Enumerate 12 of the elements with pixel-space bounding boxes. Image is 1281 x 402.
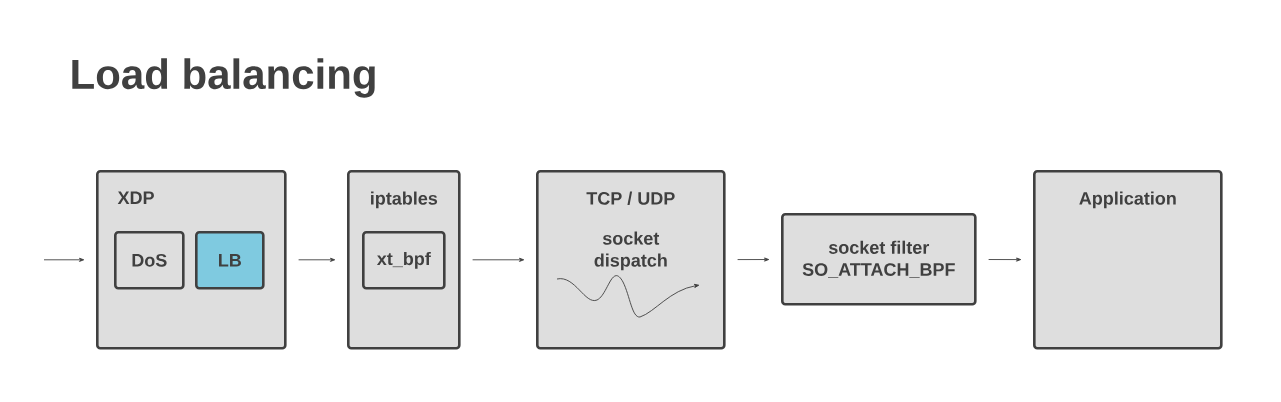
arrow (43, 257, 85, 262)
arrow (737, 257, 770, 262)
process-box: Application (1033, 170, 1223, 350)
process-box: socket filter SO_ATTACH_BPF (781, 213, 977, 306)
arrow (988, 257, 1022, 262)
inner-box: LB (195, 231, 265, 290)
arrow (472, 257, 525, 262)
title: Load balancing (72, 58, 375, 98)
process-box: TCP / UDP socket dispatch (536, 170, 726, 350)
arrow (298, 257, 336, 262)
inner-box: DoS (114, 231, 185, 290)
inner-box: xt_bpf (362, 231, 446, 290)
